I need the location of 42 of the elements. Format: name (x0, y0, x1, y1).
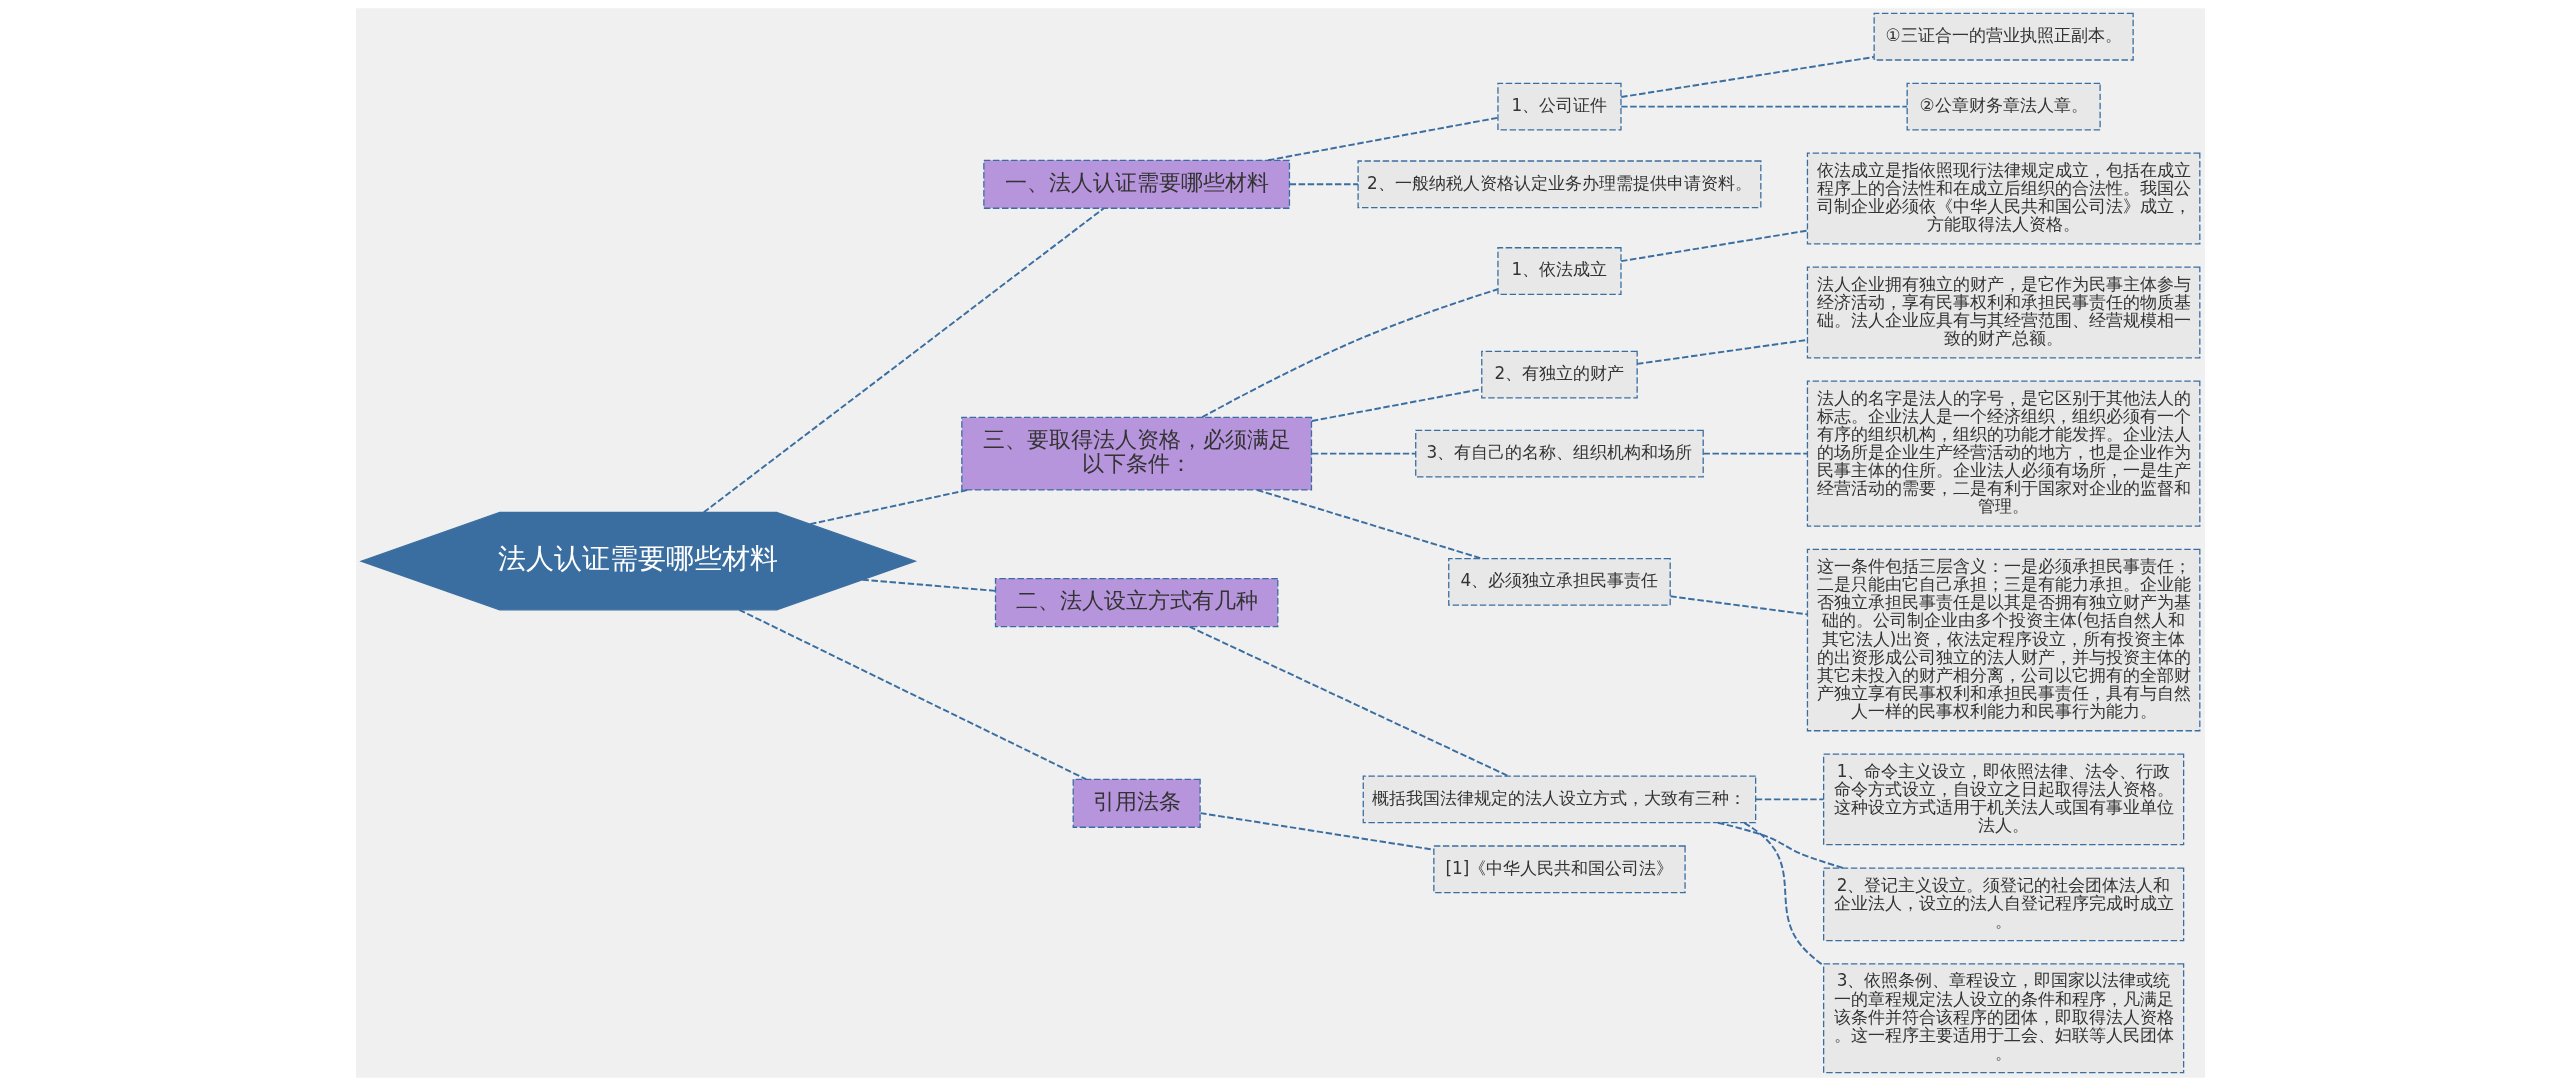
node-box: 法人企业拥有独立的财产，是它作为民事主体参与经济活动，享有民事权利和承担民事责任的物质基础。法人企业应具有与其经营范围、经营规模相一致的财产总额。 (1806, 266, 2200, 359)
connector (1188, 625, 1509, 777)
node-box: 法人的名字是法人的字号，是它区别于其他法人的标志。企业法人是一个经济组织，组织必须有一个有序的组织机构，组织的功能才能发挥。企业法人的场所是企业生产经营活动的地方，也是企业作为民事主体的住所。企业法人必须有场所，一是生产经营活动的需要，二是有利于国家对企业的监督和管理。 (1806, 380, 2200, 527)
node-box: 概括我国法律规定的法人设立方式，大致有三种： (1362, 775, 1756, 824)
connector (1669, 595, 1808, 616)
node-box: 三、要取得法人资格，必须满足以下条件： (960, 416, 1312, 491)
node-box: ②公章财务章法人章。 (1906, 82, 2101, 131)
node-box: 2、一般纳税人资格认定业务办理需提供申请资料。 (1356, 160, 1761, 209)
connector (1288, 183, 1359, 186)
node-box: 3、有自己的名称、组织机构和场所 (1414, 429, 1704, 478)
connector (1635, 338, 1808, 365)
node-box: [1]《中华人民共和国公司法》 (1432, 845, 1686, 894)
node-box: 2、有独立的财产 (1480, 350, 1638, 399)
node-box: 二、法人设立方式有几种 (994, 577, 1278, 628)
connector (1742, 821, 1825, 967)
node-box: 一、法人认证需要哪些材料 (982, 159, 1290, 209)
connector (1310, 452, 1417, 455)
node-box: 2、登记主义设立。须登记的社会团体法人和企业法人，设立的法人自登记程序完成时成立。 (1822, 867, 2184, 942)
connector (1255, 489, 1483, 560)
node-box: 3、依照条例、章程设立，即国家以法律或统一的章程规定法人设立的条件和程序，凡满足该条件并符合该程序的团体，即取得法人资格。这一程序主要适用于工会、妇联等人民团体。 (1822, 963, 2184, 1074)
connector (1619, 56, 1875, 98)
node-box: ①三证合一的营业执照正副本。 (1873, 12, 2134, 61)
node-box: 这一条件包括三层含义：一是必须承担民事责任；二是只能由它自己承担；三是有能力承担。企业能否独立承担民事责任是以其是否拥有独立财产为基础的。公司制企业由多个投资主体(包括自然人和其它法人)出资，依法定程序设立，所有投资主体的出资形成公司独立的法人财产，并与投资主体的其它未投入的财产相分离，公司以它拥有的全部财产独立享有民事权利和承担民事责任，具有与自然人一样的民事权利能力和民事行为能力。 (1806, 548, 2200, 732)
connector (1619, 229, 1808, 263)
connector (1200, 288, 1499, 419)
connector (702, 207, 1105, 514)
node-box: 引用法条 (1072, 778, 1201, 828)
connector (860, 578, 996, 592)
node-box: 1、依法成立 (1496, 247, 1622, 295)
node-box: 4、必须独立承担民事责任 (1447, 557, 1671, 606)
connector (1754, 798, 1824, 801)
node-box: 1、公司证件 (1496, 82, 1622, 131)
node-box: 依法成立是指依照现行法律规定成立，包括在成立程序上的合法性和在成立后组织的合法性。我国公司制企业必须依《中华人民共和国公司法》成立，方能取得法人资格。 (1806, 152, 2200, 245)
connector (1266, 116, 1499, 162)
connector (808, 489, 969, 526)
connector (1198, 812, 1435, 851)
node-box: 1、命令主义设立，即依照法律、法令、行政命令方式设立，自设立之日起取得法人资格。这种设立方式适用于机关法人或国有事业单位法人。 (1822, 753, 2184, 846)
connector (1619, 105, 1908, 108)
connector (1310, 388, 1483, 422)
connector (1702, 452, 1808, 455)
connector (737, 608, 1087, 781)
connector (1716, 821, 1844, 869)
